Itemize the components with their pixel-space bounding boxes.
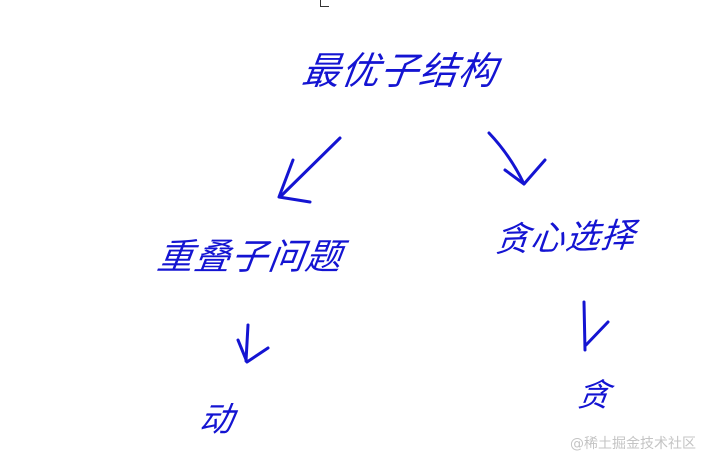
arrow-root-to-greedy-icon [487, 131, 547, 186]
arrow-root-to-overlapping-icon [277, 136, 342, 204]
node-optimal-substructure: 最优子结构 [299, 49, 501, 93]
cursor-icon [320, 0, 329, 7]
watermark: @稀土掘金技术社区 [570, 436, 696, 452]
arrow-overlapping-to-dp-icon [236, 323, 270, 364]
node-dynamic-programming: 动 [196, 400, 238, 440]
node-greedy: 贪 [575, 376, 614, 414]
node-greedy-choice: 贪心选择 [493, 215, 639, 261]
node-overlapping-subproblems: 重叠子问题 [154, 237, 346, 278]
arrow-choice-to-greedy-icon [582, 300, 610, 352]
